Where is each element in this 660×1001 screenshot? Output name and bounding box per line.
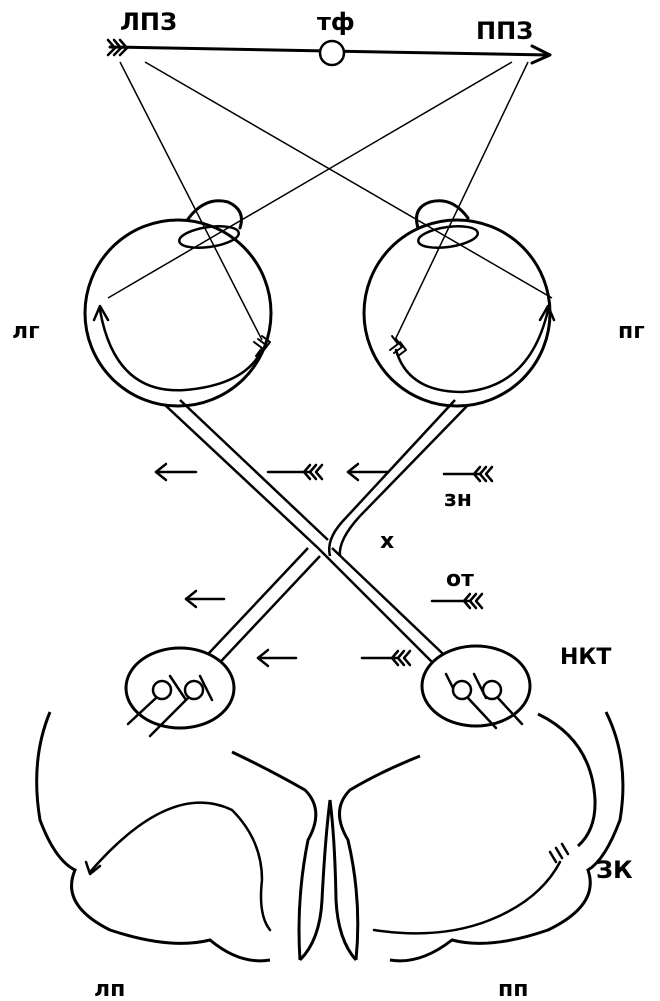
cortex-feather-icon <box>550 844 568 862</box>
visual-cortex-label: ЗК <box>596 856 633 884</box>
arrow-left-4 <box>258 650 296 666</box>
right-eye <box>364 201 554 406</box>
feather-mark-4 <box>362 651 410 665</box>
left-eye-label: лг <box>12 319 40 344</box>
signal-arrows <box>156 464 492 666</box>
chiasm-label: х <box>380 529 394 554</box>
fixation-point-label: тф <box>317 8 355 36</box>
feather-mark-3 <box>432 594 482 608</box>
right-visual-field-label: ППЗ <box>476 17 533 45</box>
optic-tract-label: от <box>446 567 474 592</box>
arrow-left-3 <box>186 591 224 607</box>
feather-mark-1 <box>268 465 322 479</box>
right-hemisphere-label: пп <box>498 977 528 1001</box>
left-hemisphere <box>37 712 316 961</box>
arrow-left-1 <box>156 464 196 480</box>
right-eye-label: пг <box>618 319 645 344</box>
light-rays <box>108 62 552 340</box>
feather-mark-2 <box>444 467 492 481</box>
fixation-point-circle <box>320 41 344 65</box>
right-hemisphere <box>300 712 623 961</box>
optic-nerve-label: зн <box>444 487 472 512</box>
left-lgn <box>126 648 234 736</box>
lgn-label: НКТ <box>560 645 611 670</box>
right-lgn <box>422 646 530 728</box>
left-hemisphere-label: лп <box>94 977 125 1001</box>
optic-pathway <box>165 400 468 690</box>
left-visual-field-label: ЛПЗ <box>120 8 177 36</box>
